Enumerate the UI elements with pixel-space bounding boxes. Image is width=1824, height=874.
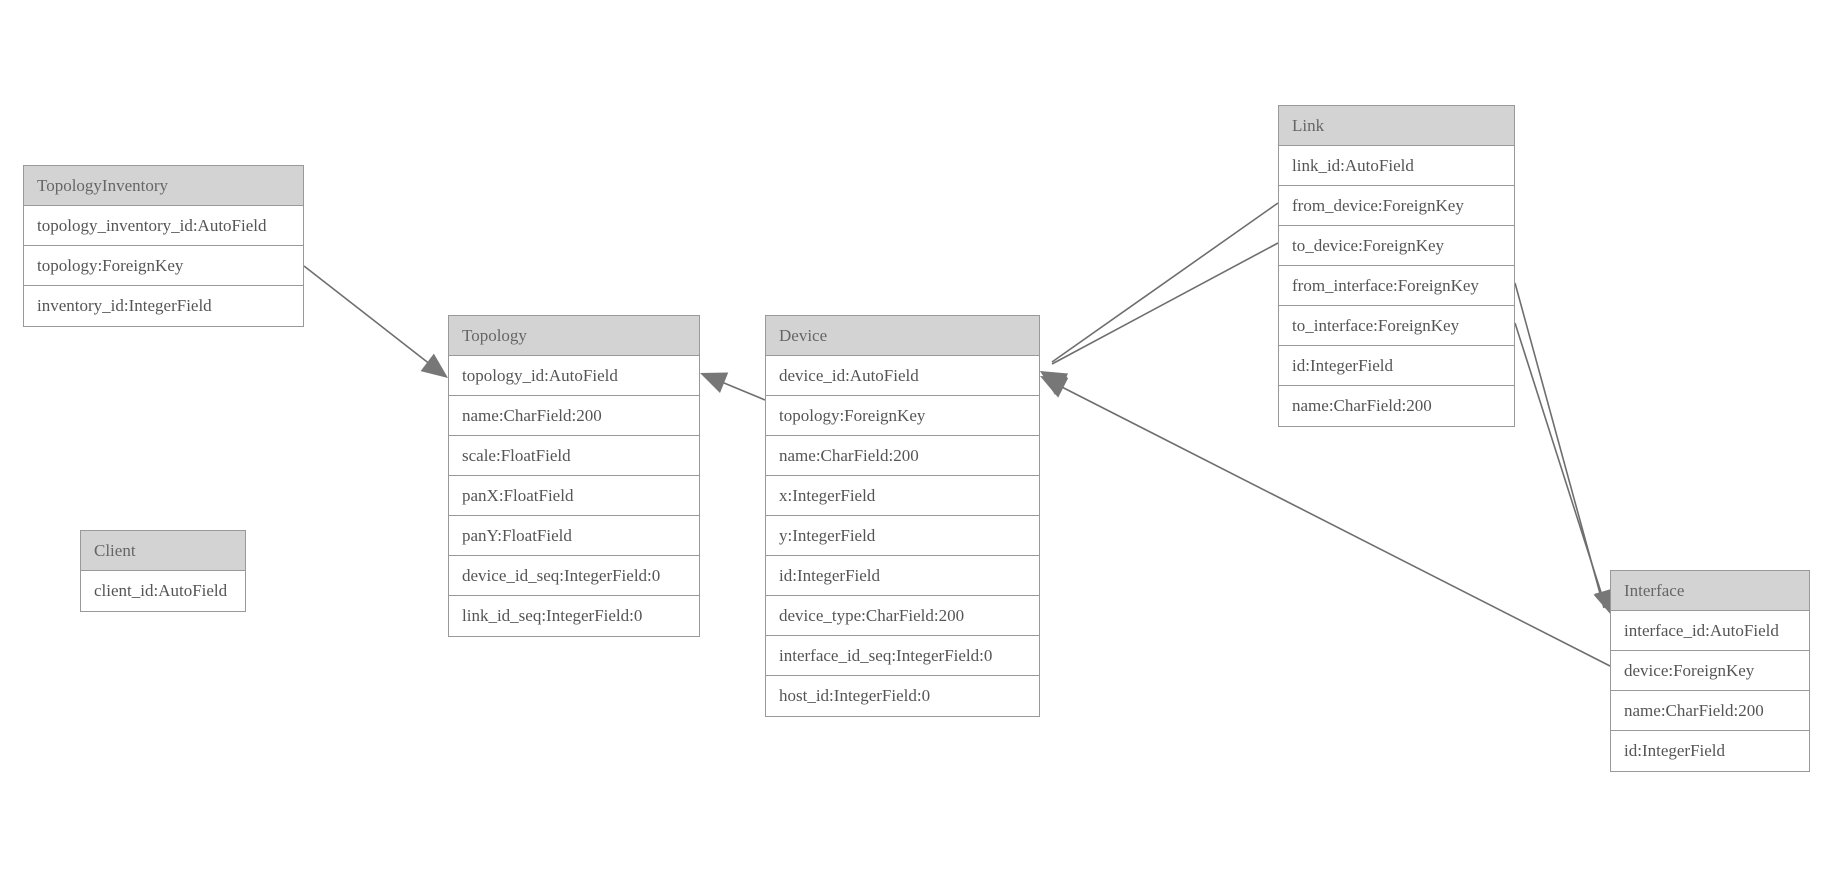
entity-field-row[interactable]: to_device:ForeignKey (1279, 226, 1514, 266)
entity-field-row[interactable]: panX:FloatField (449, 476, 699, 516)
entity-title-client: Client (81, 531, 245, 571)
entity-field-row[interactable]: link_id_seq:IntegerField:0 (449, 596, 699, 636)
entity-field-row[interactable]: host_id:IntegerField:0 (766, 676, 1039, 716)
relationship-edge (700, 372, 766, 401)
relationship-arrowhead (700, 372, 729, 393)
entity-field-row[interactable]: device_id_seq:IntegerField:0 (449, 556, 699, 596)
relationship-edge (1040, 242, 1279, 393)
entity-field-row[interactable]: link_id:AutoField (1279, 146, 1514, 186)
entity-field-row[interactable]: panY:FloatField (449, 516, 699, 556)
entity-field-row[interactable]: topology_id:AutoField (449, 356, 699, 396)
entity-title-topology_inventory: TopologyInventory (24, 166, 303, 206)
entity-field-row[interactable]: topology_inventory_id:AutoField (24, 206, 303, 246)
relationship-edge (1514, 322, 1615, 616)
relationship-edge (1040, 202, 1279, 395)
entity-field-row[interactable]: name:CharField:200 (1279, 386, 1514, 426)
entity-field-row[interactable]: from_device:ForeignKey (1279, 186, 1514, 226)
entity-title-link: Link (1279, 106, 1514, 146)
entity-title-topology: Topology (449, 316, 699, 356)
entity-field-row[interactable]: device_id:AutoField (766, 356, 1039, 396)
entity-field-row[interactable]: from_interface:ForeignKey (1279, 266, 1514, 306)
entity-field-row[interactable]: x:IntegerField (766, 476, 1039, 516)
entity-field-row[interactable]: name:CharField:200 (1611, 691, 1809, 731)
entity-field-row[interactable]: y:IntegerField (766, 516, 1039, 556)
entity-field-row[interactable]: name:CharField:200 (766, 436, 1039, 476)
entity-field-row[interactable]: name:CharField:200 (449, 396, 699, 436)
entity-field-row[interactable]: id:IntegerField (1611, 731, 1809, 771)
entity-field-row[interactable]: scale:FloatField (449, 436, 699, 476)
entity-field-row[interactable]: interface_id:AutoField (1611, 611, 1809, 651)
entity-field-row[interactable]: client_id:AutoField (81, 571, 245, 611)
entity-field-row[interactable]: inventory_id:IntegerField (24, 286, 303, 326)
entity-field-row[interactable]: interface_id_seq:IntegerField:0 (766, 636, 1039, 676)
entity-field-row[interactable]: topology:ForeignKey (766, 396, 1039, 436)
entity-field-row[interactable]: device_type:CharField:200 (766, 596, 1039, 636)
entity-field-row[interactable]: to_interface:ForeignKey (1279, 306, 1514, 346)
relationship-edge (1514, 282, 1616, 616)
entity-field-row[interactable]: id:IntegerField (1279, 346, 1514, 386)
entity-field-row[interactable]: id:IntegerField (766, 556, 1039, 596)
entity-title-device: Device (766, 316, 1039, 356)
entity-field-row[interactable]: topology:ForeignKey (24, 246, 303, 286)
entity-title-interface: Interface (1611, 571, 1809, 611)
relationship-edge (303, 265, 448, 378)
entity-field-row[interactable]: device:ForeignKey (1611, 651, 1809, 691)
